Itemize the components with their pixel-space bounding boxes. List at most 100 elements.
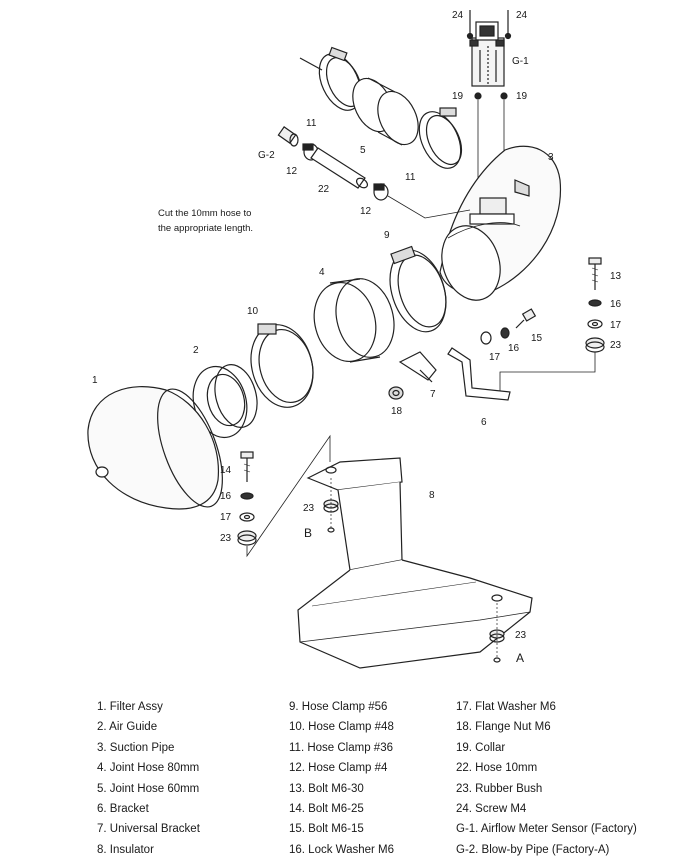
callout-5: 5 <box>360 145 366 156</box>
callout-22: 22 <box>318 184 330 195</box>
parts-list-item: 24. Screw M4 <box>456 802 527 815</box>
parts-list-item: 7. Universal Bracket <box>97 823 200 836</box>
parts-list-column-2: 9. Hose Clamp #56 10. Hose Clamp #48 11.… <box>289 697 394 860</box>
parts-list-item: 10. Hose Clamp #48 <box>289 721 394 734</box>
callout-4: 4 <box>319 267 325 278</box>
callout-11: 11 <box>405 172 416 183</box>
bolt-m6-15 <box>515 308 537 329</box>
callout-2: 2 <box>193 345 199 356</box>
parts-list-item: 16. Lock Washer M6 <box>289 843 395 856</box>
lock-washer-m6-left <box>240 492 254 500</box>
parts-list-item: G-1. Airflow Meter Sensor (Factory) <box>456 823 637 836</box>
bracket <box>447 347 511 401</box>
parts-list-item: 23. Rubber Bush <box>456 782 543 795</box>
parts-list-item: 8. Insulator <box>97 843 154 856</box>
parts-list-item: 5. Joint Hose 60mm <box>97 782 200 795</box>
parts-list-item: 17. Flat Washer M6 <box>456 701 556 713</box>
parts-list-item: G-2. Blow-by Pipe (Factory-A) <box>456 843 610 856</box>
callout-b: B <box>304 526 312 540</box>
flat-washer-m6 <box>587 319 603 329</box>
parts-list-item: 22. Hose 10mm <box>456 762 538 775</box>
parts-list-item: 13. Bolt M6-30 <box>289 782 364 795</box>
airflow-meter-sensor <box>469 21 505 87</box>
flat-washer-m6-left <box>239 512 255 522</box>
rubber-bush-left <box>237 530 257 546</box>
callout-g1: G-1 <box>512 56 529 67</box>
parts-list-item: 12. Hose Clamp #4 <box>289 762 388 775</box>
joint-hose-60mm <box>352 77 419 146</box>
parts-list-item: 3. Suction Pipe <box>97 741 175 754</box>
flat-washer-m6-small <box>480 331 492 345</box>
callout-14: 14 <box>220 465 232 476</box>
insulator <box>297 457 533 669</box>
callout-9: 9 <box>384 230 390 241</box>
callout-18: 18 <box>391 406 403 417</box>
callout-12: 12 <box>360 206 372 217</box>
filter-assy <box>87 386 223 510</box>
hose-clamp-56 <box>389 245 447 333</box>
blow-by-pipe <box>277 126 299 147</box>
screw-m4-right <box>504 10 512 40</box>
parts-list-item: 11. Hose Clamp #36 <box>289 741 393 754</box>
parts-list-item: 14. Bolt M6-25 <box>289 802 364 815</box>
hose-clamp-4-lower <box>373 183 389 201</box>
parts-list-column-3: 17. Flat Washer M6 18. Flange Nut M6 19.… <box>456 697 637 860</box>
parts-list-item: 6. Bracket <box>97 802 149 815</box>
rubber-bush-a <box>489 603 505 663</box>
callout-10: 10 <box>247 306 259 317</box>
callout-1: 1 <box>92 375 98 386</box>
callout-17: 17 <box>610 320 622 331</box>
callout-19: 19 <box>516 91 528 102</box>
callout-23: 23 <box>303 503 315 514</box>
callout-23: 23 <box>515 630 527 641</box>
parts-list-item: 9. Hose Clamp #56 <box>289 701 388 713</box>
parts-list-item: 19. Collar <box>456 741 506 754</box>
air-guide <box>192 364 258 439</box>
callout-16: 16 <box>220 491 232 502</box>
callout-labels: 24 24 G-1 19 19 3 11 5 11 G-2 12 22 12 9… <box>92 10 622 665</box>
suction-pipe <box>439 145 562 301</box>
callout-15: 15 <box>531 333 543 344</box>
callout-16: 16 <box>508 343 520 354</box>
callout-19: 19 <box>452 91 464 102</box>
callout-a: A <box>516 651 524 665</box>
parts-list-item: 15. Bolt M6-15 <box>289 823 364 836</box>
callout-17: 17 <box>220 512 232 523</box>
callout-12: 12 <box>286 166 298 177</box>
hose-clamp-36-lower <box>418 107 463 169</box>
screw-m4-left <box>466 10 474 40</box>
exploded-parts-diagram: 24 24 G-1 19 19 3 11 5 11 G-2 12 22 12 9… <box>87 10 622 669</box>
rubber-bush <box>585 337 605 353</box>
lock-washer-m6 <box>588 299 602 307</box>
parts-list-item: 1. Filter Assy <box>97 701 163 713</box>
parts-list-item: 2. Air Guide <box>97 721 158 734</box>
callout-11: 11 <box>306 118 317 129</box>
parts-list-column-1: 1. Filter Assy 2. Air Guide 3. Suction P… <box>97 697 200 860</box>
bolt-m6-25 <box>240 451 254 482</box>
callout-23: 23 <box>220 533 232 544</box>
callout-24: 24 <box>452 10 464 21</box>
collar-right <box>500 92 508 100</box>
callout-23: 23 <box>610 340 622 351</box>
joint-hose-80mm <box>313 278 395 363</box>
callout-6: 6 <box>481 417 487 428</box>
callout-g2: G-2 <box>258 150 275 161</box>
hose-10mm <box>310 147 369 189</box>
callout-3: 3 <box>548 152 554 163</box>
hose-cut-note-line: Cut the 10mm hose to <box>158 208 252 219</box>
flange-nut-m6 <box>388 386 404 400</box>
callout-24: 24 <box>516 10 528 21</box>
lock-washer-m6-small <box>500 327 510 339</box>
hose-cut-note: Cut the 10mm hose to the appropriate len… <box>158 206 253 236</box>
bolt-m6-30 <box>588 257 602 290</box>
callout-13: 13 <box>610 271 622 282</box>
parts-list-item: 18. Flange Nut M6 <box>456 721 551 734</box>
hose-cut-note-line: the appropriate length. <box>158 223 254 234</box>
universal-bracket <box>398 351 437 383</box>
parts-list-item: 4. Joint Hose 80mm <box>97 762 200 775</box>
callout-16: 16 <box>610 299 622 310</box>
hose-clamp-48 <box>250 323 314 408</box>
callout-7: 7 <box>430 389 436 400</box>
callout-8: 8 <box>429 490 435 501</box>
callout-17: 17 <box>489 352 501 363</box>
